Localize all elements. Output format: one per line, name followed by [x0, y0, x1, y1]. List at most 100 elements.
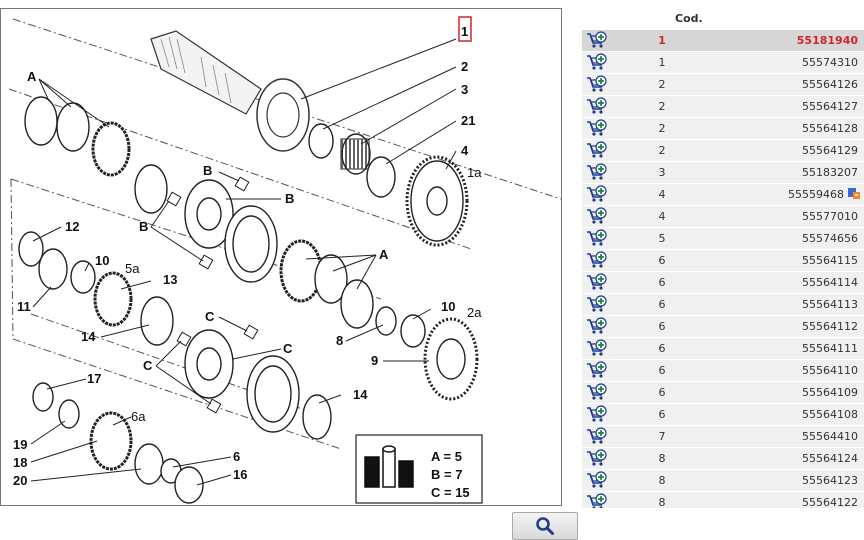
- cart-add-icon[interactable]: [586, 449, 608, 468]
- zoom-button[interactable]: [512, 512, 578, 540]
- cart-add-icon[interactable]: [586, 185, 608, 204]
- cart-add-icon[interactable]: [586, 141, 608, 160]
- callout-18: 18: [13, 455, 27, 470]
- row-part-code: 55564114: [802, 276, 858, 289]
- magnifier-icon: [536, 517, 554, 535]
- callout-c-2: C: [283, 341, 293, 356]
- row-part-code: 55577010: [802, 210, 858, 223]
- callout-1: 1: [461, 24, 468, 39]
- callout-11: 11: [17, 299, 31, 314]
- row-quantity: 6: [658, 342, 666, 355]
- cart-add-icon[interactable]: [586, 31, 608, 50]
- row-quantity: 4: [658, 188, 666, 201]
- callout-21: 21: [461, 113, 475, 128]
- parts-list-header: Cod.: [582, 8, 864, 30]
- cart-add-icon[interactable]: [586, 75, 608, 94]
- cart-add-icon[interactable]: [586, 207, 608, 226]
- row-quantity: 4: [658, 210, 666, 223]
- code-column-header: Cod.: [675, 12, 703, 25]
- callout-c-3: C: [143, 358, 153, 373]
- callout-8: 8: [336, 333, 343, 348]
- table-row[interactable]: 1 55181940: [582, 30, 864, 52]
- row-part-code: 55564109: [802, 386, 858, 399]
- row-part-code: 55183207: [802, 166, 858, 179]
- cart-add-icon[interactable]: [586, 383, 608, 402]
- cart-add-icon[interactable]: [586, 163, 608, 182]
- row-part-code: 55564115: [802, 254, 858, 267]
- row-part-code: 55574310: [802, 56, 858, 69]
- cart-add-icon[interactable]: [586, 251, 608, 270]
- legend-c: C = 15: [431, 485, 470, 500]
- callout-a-mid: A: [379, 247, 389, 262]
- row-quantity: 5: [658, 232, 666, 245]
- cart-add-icon[interactable]: [586, 295, 608, 314]
- table-row[interactable]: 6 55564114: [582, 272, 864, 294]
- callout-13: 13: [163, 272, 177, 287]
- callout-20: 20: [13, 473, 27, 488]
- table-row[interactable]: 1 55574310: [582, 52, 864, 74]
- callout-2a: 2a: [467, 305, 482, 320]
- callout-6a: 6a: [131, 409, 146, 424]
- row-quantity: 6: [658, 320, 666, 333]
- row-part-code: 55181940: [796, 34, 858, 47]
- table-row[interactable]: 6 55564111: [582, 338, 864, 360]
- row-part-code: 55564124: [802, 452, 858, 465]
- callout-a-top: A: [27, 69, 37, 84]
- cart-add-icon[interactable]: [586, 53, 608, 72]
- legend-a: A = 5: [431, 449, 462, 464]
- replacement-icon: [848, 188, 860, 199]
- legend-b: B = 7: [431, 467, 462, 482]
- cart-add-icon[interactable]: [586, 427, 608, 446]
- table-row[interactable]: 6 55564115: [582, 250, 864, 272]
- row-quantity: 6: [658, 276, 666, 289]
- cart-add-icon[interactable]: [586, 471, 608, 490]
- parts-kit-icon: [364, 445, 414, 488]
- table-row[interactable]: 4 55577010: [582, 206, 864, 228]
- row-quantity: 1: [658, 56, 666, 69]
- cart-add-icon[interactable]: [586, 493, 608, 508]
- callout-c-1: C: [205, 309, 215, 324]
- row-quantity: 1: [658, 34, 666, 47]
- callout-2: 2: [461, 59, 468, 74]
- cart-add-icon[interactable]: [586, 317, 608, 336]
- row-quantity: 2: [658, 100, 666, 113]
- cart-add-icon[interactable]: [586, 405, 608, 424]
- cart-add-icon[interactable]: [586, 97, 608, 116]
- row-quantity: 6: [658, 254, 666, 267]
- row-quantity: 7: [658, 430, 666, 443]
- callout-b-2: B: [285, 191, 294, 206]
- cart-add-icon[interactable]: [586, 273, 608, 292]
- cart-add-icon[interactable]: [586, 229, 608, 248]
- cart-add-icon[interactable]: [586, 119, 608, 138]
- row-quantity: 8: [658, 496, 666, 508]
- row-part-code: 55564129: [802, 144, 858, 157]
- callout-5a: 5a: [125, 261, 140, 276]
- table-row[interactable]: 5 55574656: [582, 228, 864, 250]
- row-part-code: 55564111: [802, 342, 858, 355]
- callout-10-right: 10: [441, 299, 455, 314]
- cart-add-icon[interactable]: [586, 361, 608, 380]
- gearbox-drawing: 1 2 3 21 4 1a A B B B 12 11 10 5a 13 14 …: [8, 16, 561, 504]
- callout-14-right: 14: [353, 387, 368, 402]
- row-part-code: 55564126: [802, 78, 858, 91]
- row-part-code: 55564108: [802, 408, 858, 421]
- row-part-code: 55574656: [802, 232, 858, 245]
- cart-add-icon[interactable]: [586, 339, 608, 358]
- callout-b-3: B: [139, 219, 148, 234]
